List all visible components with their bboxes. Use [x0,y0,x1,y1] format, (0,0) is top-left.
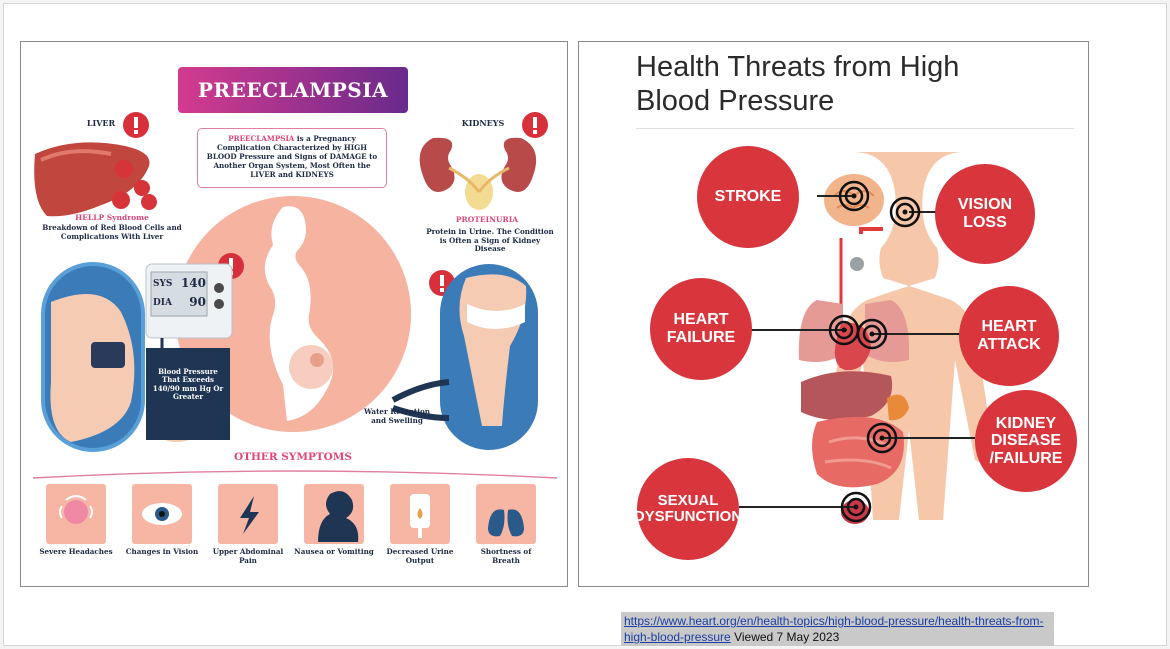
health-threats-infographic: Health Threats from High Blood Pressure [578,41,1089,587]
body-diagram [739,152,995,524]
symptom-tile-headaches [46,484,106,544]
liver-condition: HELLP Syndrome [75,213,149,222]
symptom-tile-nausea [304,484,364,544]
preeclampsia-infographic: PREECLAMPSIA LIVER HELLP Syndrome Breakd… [20,41,568,587]
swelling-note: Water Retention and Swelling [363,407,431,425]
source-caption: https://www.heart.org/en/health-topics/h… [621,612,1054,646]
bp-note: Blood Pressure That Exceeds 140/90 mm Hg… [152,367,224,402]
preeclampsia-artwork [32,112,558,479]
symptom-tile-breath [476,484,536,544]
target-markers [828,180,921,523]
bp-note-box [146,348,230,440]
health-threats-title: Health Threats from High Blood Pressure [636,50,1056,118]
source-link[interactable]: https://www.heart.org/en/health-topics/h… [624,614,1044,645]
title-line-2: Blood Pressure [636,85,835,118]
liver-icon [34,142,150,217]
kidney-left-icon [419,137,455,192]
arrow-icon [391,379,450,403]
sys-label: SYS [153,279,173,289]
symptom-label-vision: Changes in Vision [125,547,199,556]
symptoms-heading: OTHER SYMPTOMS [233,451,353,463]
kidney-right-icon [501,137,537,192]
lungs [798,300,910,362]
liver-description: Breakdown of Red Blood Cells and Complic… [42,223,182,241]
definition-text: is a Pregnancy Complication Characterize… [206,134,378,179]
symptoms-divider [32,470,558,479]
bp-cuff [91,342,125,368]
kidneys-description: Protein in Urine. The Condition is Often… [426,227,554,254]
viewed-date: Viewed 7 May 2023 [730,630,840,645]
title-line-1: Health Threats from High [636,51,960,83]
kidneys-condition: PROTEINURIA [455,215,519,224]
title-divider [636,128,1074,129]
kidneys-label: KIDNEYS [461,118,505,128]
definition-term: PREECLAMPSIA [228,134,295,143]
symptom-label-abdominal: Upper Abdominal Pain [212,547,284,565]
dia-label: DIA [153,298,172,308]
liver-organ-icon [801,371,893,421]
symptom-tile-abdominal [218,484,278,544]
sys-value: 140 [180,276,206,290]
fetus-icon [289,345,333,389]
symptom-label-nausea: Nausea or Vomiting [294,547,374,556]
intestines-icon [812,416,904,488]
stomach-icon [887,394,909,421]
symptom-label-headaches: Severe Headaches [39,547,113,556]
symptom-label-breath: Shortness of Breath [480,547,532,565]
brain-icon [824,174,884,226]
threat-heart-failure: HEART FAILURE [650,278,752,380]
threat-vision-loss: VISION LOSS [935,164,1035,264]
symptom-tile-vision [132,484,192,544]
preeclampsia-title: PREECLAMPSIA [178,67,408,113]
threat-stroke: STROKE [697,146,799,248]
threat-sexual-dysfunction: SEXUAL DYSFUNCTION [634,458,742,560]
symptom-tile-urine [390,484,450,544]
definition-box: PREECLAMPSIA is a Pregnancy Complication… [197,128,387,188]
thyroid-icon [850,257,864,271]
heart-organ-icon [834,323,871,371]
threat-heart-attack: HEART ATTACK [959,286,1059,386]
threat-kidney-disease: KIDNEY DISEASE /FAILURE [975,390,1077,492]
liver-label: LIVER [86,118,116,128]
body-silhouette [823,152,995,520]
dia-value: 90 [189,295,206,309]
symptom-label-urine: Decreased Urine Output [386,547,454,565]
